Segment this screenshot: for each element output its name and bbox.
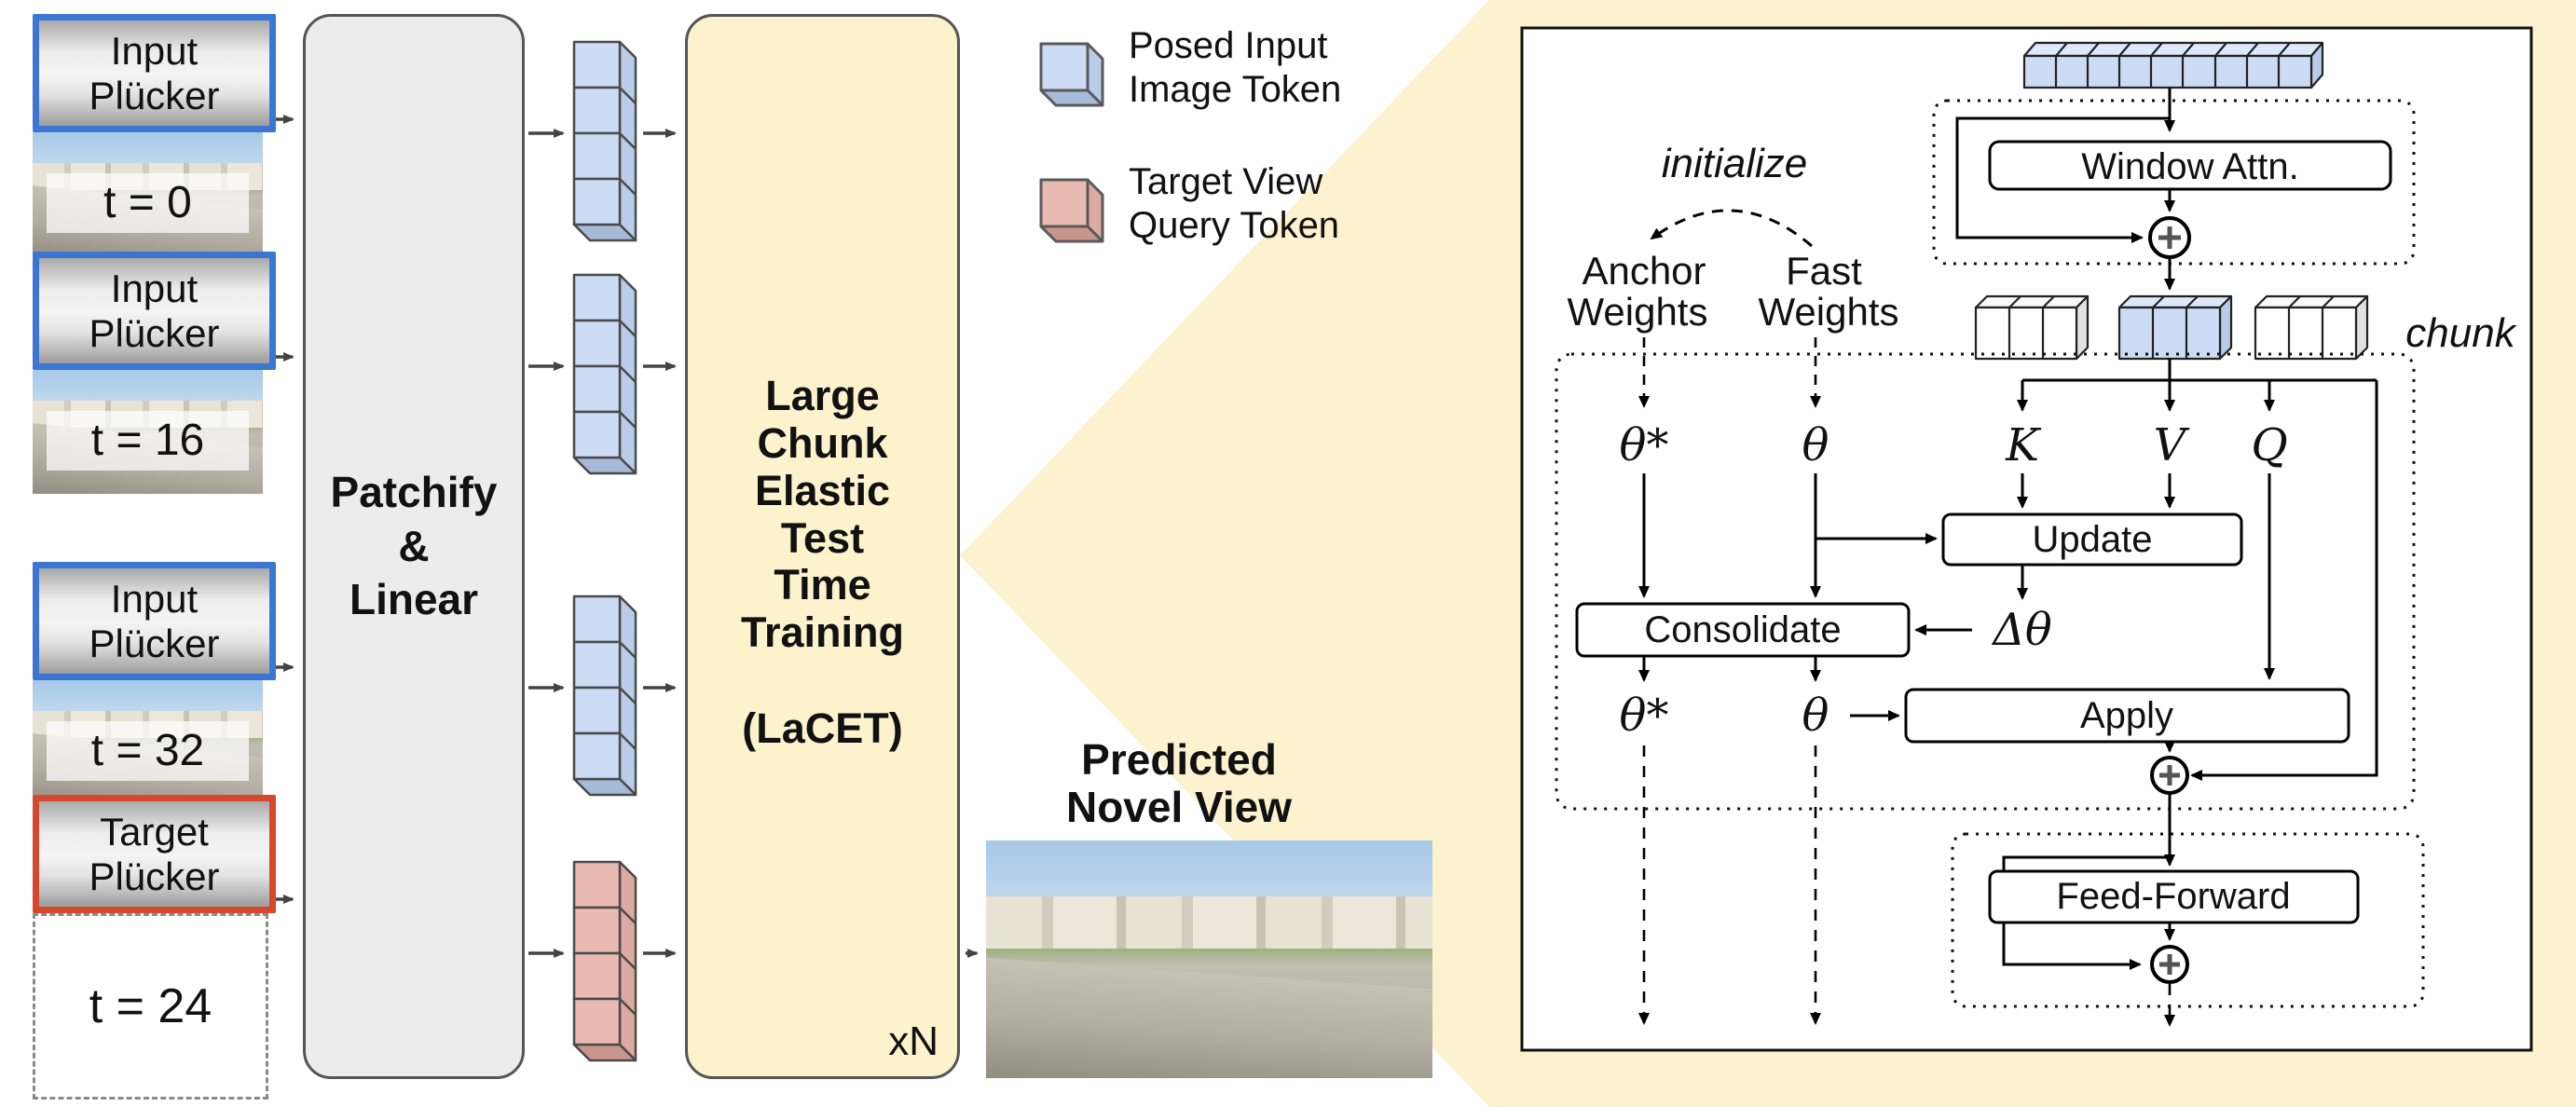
window-attn-block-outline <box>1932 99 2416 266</box>
token-stacks <box>572 40 637 1062</box>
input-plucker-label-1: Input Plücker <box>33 14 276 132</box>
patchify-line-2: & <box>398 521 430 570</box>
input-card-3: Input Plücker t = 32 <box>33 562 276 804</box>
lacet-line-3: Elastic <box>754 466 891 514</box>
update-consolidate-wiring <box>1638 473 2275 753</box>
lacet-line-1: Large <box>765 372 880 419</box>
chunk-row <box>1974 294 2369 361</box>
target-card: Target Plücker t = 24 <box>33 795 276 1100</box>
v-symbol: V <box>2154 419 2190 472</box>
legend-cubes <box>1039 42 1104 243</box>
chunk-tokens-active <box>2117 294 2233 361</box>
feed-forward-label: Feed-Forward <box>2056 876 2290 917</box>
chunk-tokens-left <box>1974 294 2090 361</box>
input-card-2: Input Plücker t = 16 <box>33 252 276 494</box>
k-symbol: K <box>2005 419 2042 472</box>
update-box <box>1941 512 2243 567</box>
card-3-label-text: Input Plücker <box>89 577 220 665</box>
theta-symbol: θ <box>1802 419 1829 472</box>
legend-posed-line2: Image Token <box>1129 68 1342 110</box>
card-2-label-text: Input Plücker <box>89 266 220 355</box>
initialize-label: initialize <box>1662 141 1808 186</box>
theta-output-arrows <box>1638 745 1821 1025</box>
consolidate-label: Consolidate <box>1644 609 1841 650</box>
token-stack-1 <box>572 40 637 242</box>
input-plucker-label-2: Input Plücker <box>33 252 276 370</box>
q-symbol: Q <box>2251 419 2287 472</box>
legend-cube-posed-input <box>1039 42 1104 107</box>
predicted-view-photo <box>986 840 1432 1078</box>
lacet-line-6: Training <box>740 608 904 657</box>
legend-cube-target-query <box>1039 178 1104 243</box>
token-stack-2 <box>572 273 637 475</box>
apply-box <box>1904 688 2350 744</box>
flow-arrows <box>267 115 979 958</box>
residual-add-2 <box>2150 756 2189 795</box>
legend-posed-input: Posed Input Image Token <box>1129 24 1464 112</box>
time-label-3: t = 32 <box>46 720 250 781</box>
time-label-1: t = 0 <box>46 172 250 233</box>
legend-target-query: Target View Query Token <box>1129 160 1464 248</box>
feed-forward-box <box>1988 869 2360 924</box>
legend-target-line1: Target View <box>1129 161 1323 202</box>
ttt-block-outline <box>1555 352 2416 811</box>
legend-posed-line1: Posed Input <box>1129 25 1328 66</box>
patchify-line-1: Patchify <box>330 467 498 516</box>
residual-add-1 <box>2148 216 2191 259</box>
feed-forward-block-outline <box>1951 832 2425 1008</box>
theta-star-symbol-out: θ* <box>1620 690 1669 742</box>
lacet-line-4: Test <box>780 513 865 562</box>
time-label-4: t = 24 <box>89 979 212 1033</box>
lacet-line-2: Chunk <box>757 418 888 467</box>
predicted-title-line1: Predicted <box>1081 735 1277 784</box>
token-strip <box>2022 41 2324 89</box>
lacet-acronym: (LaCET) <box>742 704 903 753</box>
weights-init-arrows <box>1638 337 1821 408</box>
anchor-weights-label-line1: Anchor <box>1582 249 1706 293</box>
input-card-1: Input Plücker t = 0 <box>33 14 276 256</box>
card-1-label-text: Input Plücker <box>89 29 220 117</box>
target-plucker-label: Target Plücker <box>33 795 276 913</box>
predicted-view-title: Predicted Novel View <box>969 736 1389 830</box>
lacet-repeat-count: xN <box>888 1018 939 1065</box>
predicted-title-line2: Novel View <box>1065 782 1293 831</box>
update-label: Update <box>2033 519 2153 560</box>
delta-theta-symbol: Δθ <box>1991 604 2052 656</box>
patchify-linear-box: Patchify & Linear <box>303 14 525 1079</box>
anchor-weights-label-line2: Weights <box>1568 290 1708 334</box>
token-stack-3 <box>572 594 637 797</box>
time-label-2: t = 16 <box>46 410 250 471</box>
target-label-text: Target Plücker <box>89 810 220 898</box>
initialize-arc <box>1650 209 1813 248</box>
legend-target-line2: Query Token <box>1129 204 1340 246</box>
theta-star-symbol: θ* <box>1620 419 1669 472</box>
window-attn-label: Window Attn. <box>2081 146 2298 187</box>
window-attn-box <box>1988 140 2392 191</box>
fast-weights-label-line2: Weights <box>1759 290 1899 334</box>
chunk-label: chunk <box>2405 310 2516 356</box>
target-time-placeholder: t = 24 <box>33 913 268 1100</box>
residual-add-3 <box>2150 945 2189 984</box>
lacet-box: Large Chunk Elastic Test Time Training (… <box>685 14 960 1079</box>
input-photo-1: t = 0 <box>33 132 263 256</box>
chunk-tokens-right <box>2254 294 2369 361</box>
consolidate-box <box>1575 602 1911 658</box>
kvq-distribution <box>2017 359 2378 781</box>
theta-symbol-out: θ <box>1802 690 1829 742</box>
patchify-line-3: Linear <box>349 575 479 624</box>
token-stack-target <box>572 860 637 1062</box>
input-plucker-label-3: Input Plücker <box>33 562 276 680</box>
window-attn-flow <box>1955 88 2175 291</box>
lacet-line-5: Time <box>774 561 871 609</box>
fast-weights-label-line1: Fast <box>1786 249 1862 293</box>
input-photo-2: t = 16 <box>33 370 263 494</box>
apply-label: Apply <box>2080 695 2173 736</box>
input-photo-3: t = 32 <box>33 680 263 804</box>
